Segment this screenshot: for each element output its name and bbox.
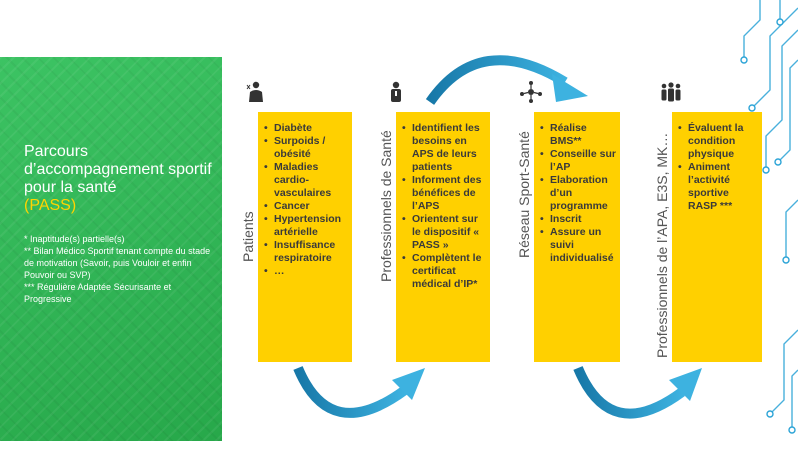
column-label-apa: Professionnels de l’APA, E3S, MK… — [654, 132, 670, 358]
footnote-ip: * Inaptitude(s) partielle(s) — [24, 234, 125, 244]
footnote-rasp: *** Régulière Adaptée Sécurisante et Pro… — [24, 282, 172, 304]
list-item: Orientent sur le dispositif « PASS » — [402, 213, 486, 252]
box-patients: Diabète Surpoids / obésité Maladies card… — [258, 112, 352, 362]
list-item: Identifient les besoins en APS de leurs … — [402, 122, 486, 174]
list-item: Assure un suivi individualisé — [540, 226, 616, 265]
box-apa: Évaluent la condition physique Animent l… — [672, 112, 762, 362]
network-icon — [520, 81, 542, 103]
list-item: Insuffisance respiratoire — [264, 239, 348, 265]
list-item: Elaboration d’un programme — [540, 174, 616, 213]
list-item: Inscrit — [540, 213, 616, 226]
column-label-patients: Patients — [240, 211, 256, 262]
list-item: Cancer — [264, 200, 348, 213]
list-item: … — [264, 265, 348, 278]
box-professionnels: Identifient les besoins en APS de leurs … — [396, 112, 490, 362]
list-item: Diabète — [264, 122, 348, 135]
list-item: Évaluent la condition physique — [678, 122, 758, 161]
footnote-bms: ** Bilan Médico Sportif tenant compte du… — [24, 246, 211, 280]
footnotes: * Inaptitude(s) partielle(s) ** Bilan Mé… — [24, 233, 216, 305]
intro-panel: Parcours d’accompagnement sportif pour l… — [0, 57, 222, 441]
panel-title-acronym: (PASS) — [24, 197, 77, 214]
box-reseau: Réalise BMS** Conseille sur l’AP Elabora… — [534, 112, 620, 362]
circuit-decoration — [740, 0, 798, 434]
list-item: Maladies cardio-vasculaires — [264, 161, 348, 200]
list-item: Complètent le certificat médical d’IP* — [402, 252, 486, 291]
panel-title-text: Parcours d’accompagnement sportif pour l… — [24, 143, 212, 196]
column-label-professionnels: Professionnels de Santé — [378, 130, 394, 282]
column-label-reseau: Réseau Sport-Santé — [516, 131, 532, 258]
list-item: Surpoids / obésité — [264, 135, 348, 161]
list-item: Conseille sur l’AP — [540, 148, 616, 174]
list-item: Informent des bénéfices de l’APS — [402, 174, 486, 213]
patient-icon — [246, 81, 263, 102]
arrow-patients-to-pros — [293, 366, 425, 418]
list-item: Hypertension artérielle — [264, 213, 348, 239]
panel-title: Parcours d’accompagnement sportif pour l… — [24, 143, 214, 215]
arrow-reseau-to-apa — [573, 366, 702, 419]
group-icon — [661, 82, 681, 102]
list-item: Réalise BMS** — [540, 122, 616, 148]
doctor-icon — [391, 81, 401, 102]
list-item: Animent l’activité sportive RASP *** — [678, 161, 758, 213]
arrow-pros-to-reseau — [425, 55, 588, 105]
